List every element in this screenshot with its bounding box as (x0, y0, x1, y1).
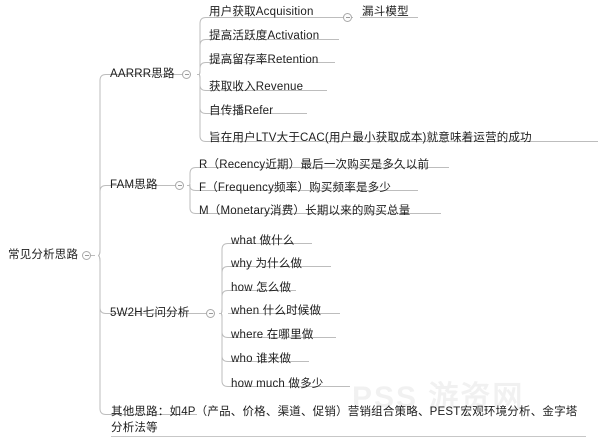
branch-node-other[interactable]: 其他思路：如4P（产品、价格、渠道、促销）营销组合策略、PEST宏观环境分析、金… (111, 406, 578, 434)
node-how-much[interactable]: how much 做多少 (231, 378, 324, 390)
line-aarrr-to-retention (198, 62, 335, 75)
node-fam-frequency[interactable]: F（Frequency频率）购买频率是多少 (199, 182, 392, 194)
node-ltv-cac[interactable]: 旨在用户LTV大于CAC(用户最小获取成本)就意味着运营的成功 (209, 132, 532, 144)
node-how[interactable]: how 怎么做 (231, 282, 292, 294)
line-5w2h-to-what (220, 243, 312, 314)
node-why[interactable]: why 为什么做 (231, 258, 303, 270)
root-node-label[interactable]: 常见分析思路 (8, 249, 79, 261)
node-revenue[interactable]: 获取收入Revenue (209, 81, 304, 93)
fam-collapse-toggle-icon[interactable] (175, 181, 184, 190)
line-root-to-fam (97, 185, 179, 256)
line-root-to-aarrr (97, 74, 186, 256)
node-retention[interactable]: 提高留存率Retention (209, 54, 319, 66)
branch-node-fam[interactable]: FAM思路 (110, 179, 158, 191)
node-acquisition[interactable]: 用户获取Acquisition (209, 6, 314, 18)
branch-node-5w2h[interactable]: 5W2H七问分析 (110, 307, 190, 319)
line-5w2h-to-how (220, 290, 296, 314)
line-5w2h-to-howmuch (220, 313, 350, 387)
node-what[interactable]: what 做什么 (231, 235, 295, 247)
node-fam-monetary[interactable]: M（Monetary消费）长期以来的购买总量 (199, 205, 411, 217)
line-root-to-5w2h (97, 255, 210, 314)
line-fam-to-m (188, 185, 441, 214)
branch-node-aarrr[interactable]: AARRR思路 (110, 68, 175, 80)
line-aarrr-to-ltv (198, 74, 598, 142)
node-activation[interactable]: 提高活跃度Activation (209, 30, 320, 42)
line-root-to-other (97, 255, 197, 415)
node-when[interactable]: when 什么时候做 (231, 305, 322, 317)
acquisition-collapse-toggle-icon[interactable] (343, 13, 352, 22)
w5h2-collapse-toggle-icon[interactable] (206, 309, 215, 318)
root-collapse-toggle-icon[interactable] (82, 251, 91, 260)
node-funnel-model[interactable]: 漏斗模型 (362, 6, 409, 18)
node-who[interactable]: who 谁来做 (231, 353, 292, 365)
node-refer[interactable]: 自传播Refer (209, 105, 274, 117)
node-where[interactable]: where 在哪里做 (231, 329, 314, 341)
node-fam-recency[interactable]: R（Recency近期）最后一次购买是多久以前 (199, 159, 430, 171)
aarrr-collapse-toggle-icon[interactable] (182, 70, 191, 79)
